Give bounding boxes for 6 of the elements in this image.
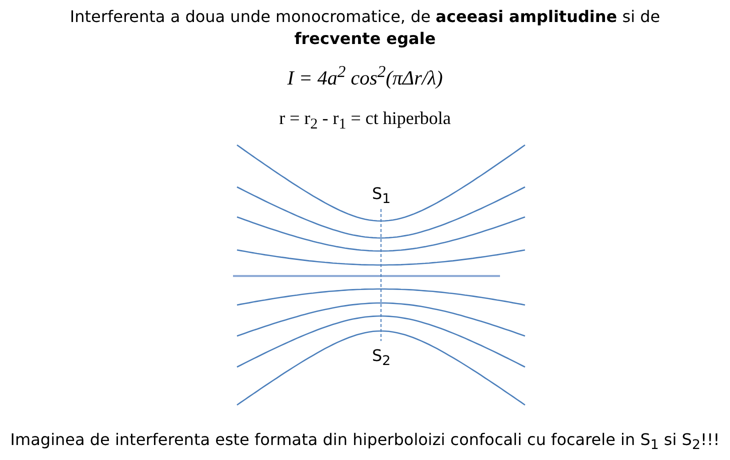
- title: Interferenta a doua unde monocromatice, de aceeasi amplitudine si de frecvente egale: [68, 6, 662, 50]
- caption: Imaginea de interferenta este formata din hiperboloizi confocali cu focarele in S$_{1}$ si S$_{2}$!!!: [9, 430, 721, 454]
- source-label: S$_{2}$: [372, 346, 391, 370]
- path-difference-formula: r = r$_{2}$ - r$_{1}$ = ct hiperbola: [278, 108, 452, 134]
- source-label: S$_{1}$: [372, 184, 391, 208]
- intensity-formula: I = 4a$^{2}$ cos$^{2}$(πΔr/λ): [286, 62, 444, 91]
